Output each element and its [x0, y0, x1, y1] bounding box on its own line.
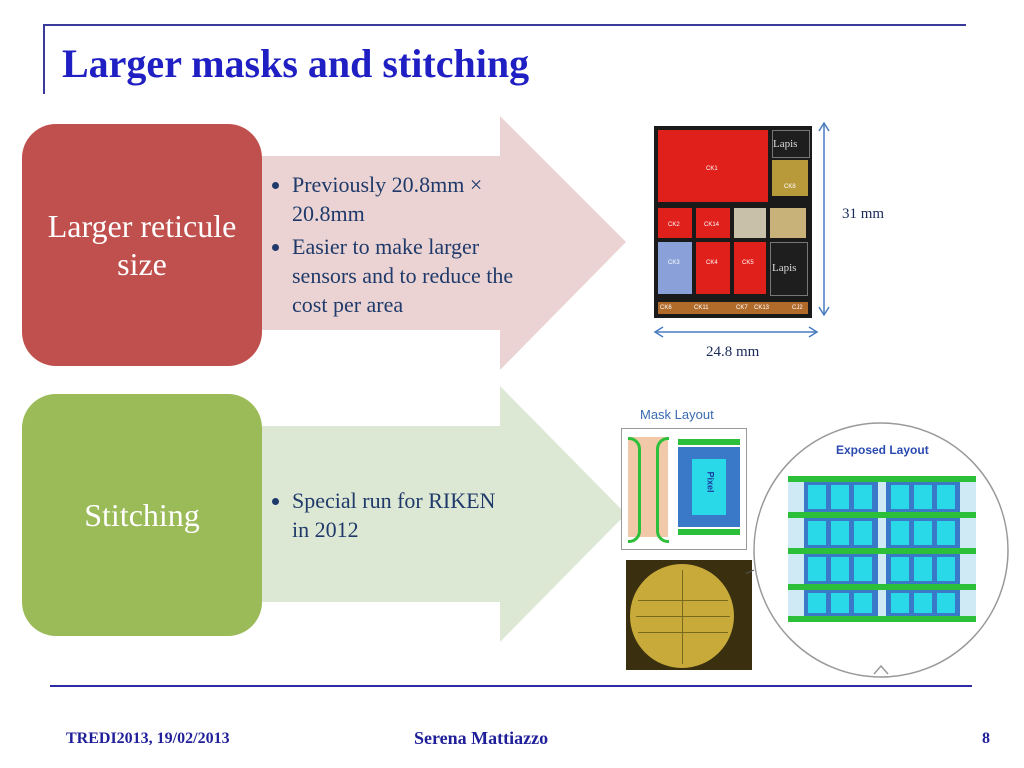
arrow-shape-2	[230, 386, 626, 642]
lapis-top-label: Lapis	[773, 138, 798, 150]
exposed-layout-title: Exposed Layout	[836, 443, 929, 457]
top-rule	[44, 24, 966, 26]
footer-author: Serena Mattiazzo	[414, 728, 549, 748]
dimension-arrows	[653, 121, 830, 338]
bullet-easier: Easier to make larger sensors and to red…	[292, 232, 538, 319]
mask-layout-title: Mask Layout	[640, 407, 714, 422]
wafer-photo	[626, 560, 752, 670]
footer-conference: TREDI2013, 19/02/2013	[66, 730, 230, 747]
lapis-bottom-label: Lapis	[772, 262, 797, 274]
bullet-previous-size: Previously 20.8mm × 20.8mm	[292, 170, 538, 228]
page-number: 8	[982, 730, 990, 747]
width-dimension-label: 24.8 mm	[706, 344, 760, 360]
stitching-box: Stitching	[22, 394, 262, 636]
bottom-rule	[50, 685, 972, 687]
height-dimension-label: 31 mm	[842, 206, 885, 222]
larger-reticule-box: Larger reticule size	[22, 124, 262, 366]
title-left-bar	[43, 24, 45, 94]
chip-layout-image: CK1 Lapis CK8 CK2 CK14 CK3 CK4 CK5 Lapis…	[654, 126, 812, 318]
pixel-label: Pixel	[705, 471, 716, 493]
arrow-shape-1	[230, 116, 626, 370]
bullet-special-run: Special run for RIKEN in 2012	[292, 486, 508, 544]
mask-layout-figure: Pixel	[621, 428, 747, 550]
exposed-layout-figure	[746, 422, 1009, 678]
slide-title: Larger masks and stitching	[62, 41, 530, 86]
row2-bullets: Special run for RIKEN in 2012	[268, 486, 508, 548]
row1-bullets: Previously 20.8mm × 20.8mm Easier to mak…	[268, 170, 538, 323]
